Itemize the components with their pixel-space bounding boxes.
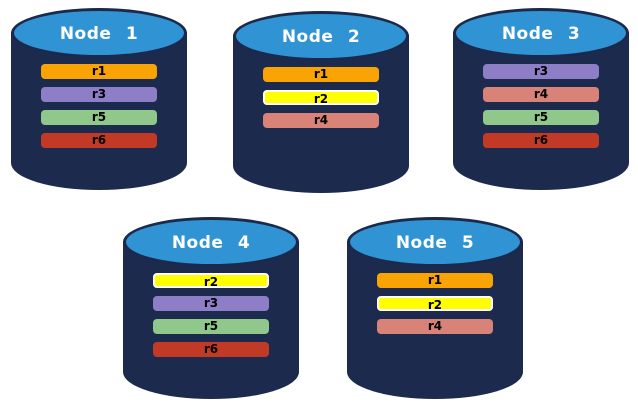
node-title: Node 4 bbox=[171, 233, 251, 253]
replica-bar-stack: r1 r2 r4 bbox=[377, 273, 493, 342]
cylinder-top: Node 2 bbox=[233, 11, 409, 61]
node-title: Node 5 bbox=[395, 233, 475, 253]
node-3: Node 3 r3 r4 r5 r6 bbox=[453, 8, 629, 190]
replica-bar: r2 bbox=[153, 273, 269, 289]
node-5: Node 5 r1 r2 r4 bbox=[347, 217, 523, 399]
replica-bar: r3 bbox=[483, 64, 599, 79]
replica-bar-stack: r3 r4 r5 r6 bbox=[483, 64, 599, 156]
node-1: Node 1 r1 r3 r5 r6 bbox=[11, 8, 187, 190]
cylinder-top: Node 4 bbox=[123, 217, 299, 267]
node-title: Node 3 bbox=[501, 24, 581, 44]
replica-bar: r2 bbox=[263, 90, 379, 106]
cylinder-top: Node 5 bbox=[347, 217, 523, 267]
replica-bar: r5 bbox=[41, 110, 157, 125]
replica-bar: r6 bbox=[483, 133, 599, 148]
replica-bar: r3 bbox=[41, 87, 157, 102]
replica-bar-stack: r1 r2 r4 bbox=[263, 67, 379, 136]
replica-bar: r1 bbox=[263, 67, 379, 82]
node-title: Node 1 bbox=[59, 24, 139, 44]
cylinder-top: Node 3 bbox=[453, 8, 629, 58]
replica-bar: r3 bbox=[153, 296, 269, 311]
replica-bar: r1 bbox=[41, 64, 157, 79]
replica-bar: r4 bbox=[483, 87, 599, 102]
node-2: Node 2 r1 r2 r4 bbox=[233, 11, 409, 193]
replica-bar: r1 bbox=[377, 273, 493, 288]
node-4: Node 4 r2 r3 r5 r6 bbox=[123, 217, 299, 399]
node-title: Node 2 bbox=[281, 27, 361, 47]
replica-bar: r4 bbox=[263, 113, 379, 128]
replica-bar: r2 bbox=[377, 296, 493, 312]
replica-bar: r6 bbox=[41, 133, 157, 148]
replica-bar: r5 bbox=[483, 110, 599, 125]
replica-bar: r5 bbox=[153, 319, 269, 334]
replica-bar-stack: r2 r3 r5 r6 bbox=[153, 273, 269, 365]
replica-bar: r6 bbox=[153, 342, 269, 357]
replica-bar-stack: r1 r3 r5 r6 bbox=[41, 64, 157, 156]
replica-bar: r4 bbox=[377, 319, 493, 334]
cylinder-top: Node 1 bbox=[11, 8, 187, 58]
